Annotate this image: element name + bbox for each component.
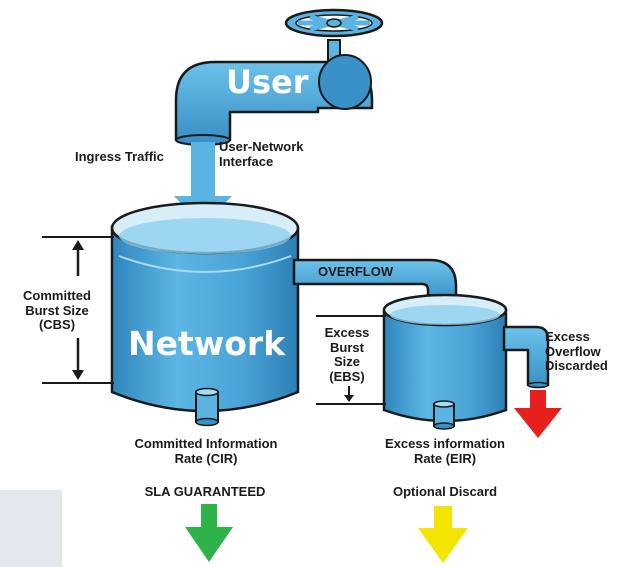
excess-tank	[382, 293, 508, 423]
valve-wheel-icon	[284, 8, 384, 71]
eir-label: Excess information Rate (EIR)	[385, 436, 505, 466]
ebs-dimension	[316, 315, 386, 405]
cbs-label: Committed Burst Size (CBS)	[23, 288, 91, 333]
corner-decoration	[0, 490, 62, 567]
network-label: Network	[128, 324, 286, 363]
optional-discard-label: Optional Discard	[392, 484, 498, 499]
green-arrow	[185, 504, 233, 562]
excess-overflow-pipe	[502, 325, 550, 389]
network-tank	[110, 201, 300, 413]
overflow-label: OVERFLOW	[318, 264, 394, 279]
excess-overflow-label: Excess Overflow Discarded	[545, 329, 608, 374]
cir-label: Committed Information Rate (CIR)	[134, 436, 278, 466]
yellow-arrow	[418, 506, 468, 563]
eir-outlet	[433, 400, 455, 430]
uni-label: User-Network Interface	[219, 139, 304, 169]
sla-guaranteed-label: SLA GUARANTEED	[144, 484, 266, 499]
cir-outlet	[195, 387, 219, 427]
ingress-traffic-label: Ingress Traffic	[75, 149, 164, 164]
user-faucet	[174, 54, 374, 146]
cbs-dimension	[42, 236, 114, 384]
red-arrow	[514, 390, 562, 438]
ebs-label: Excess Burst Size (EBS)	[324, 325, 370, 384]
user-label: User	[226, 63, 309, 101]
